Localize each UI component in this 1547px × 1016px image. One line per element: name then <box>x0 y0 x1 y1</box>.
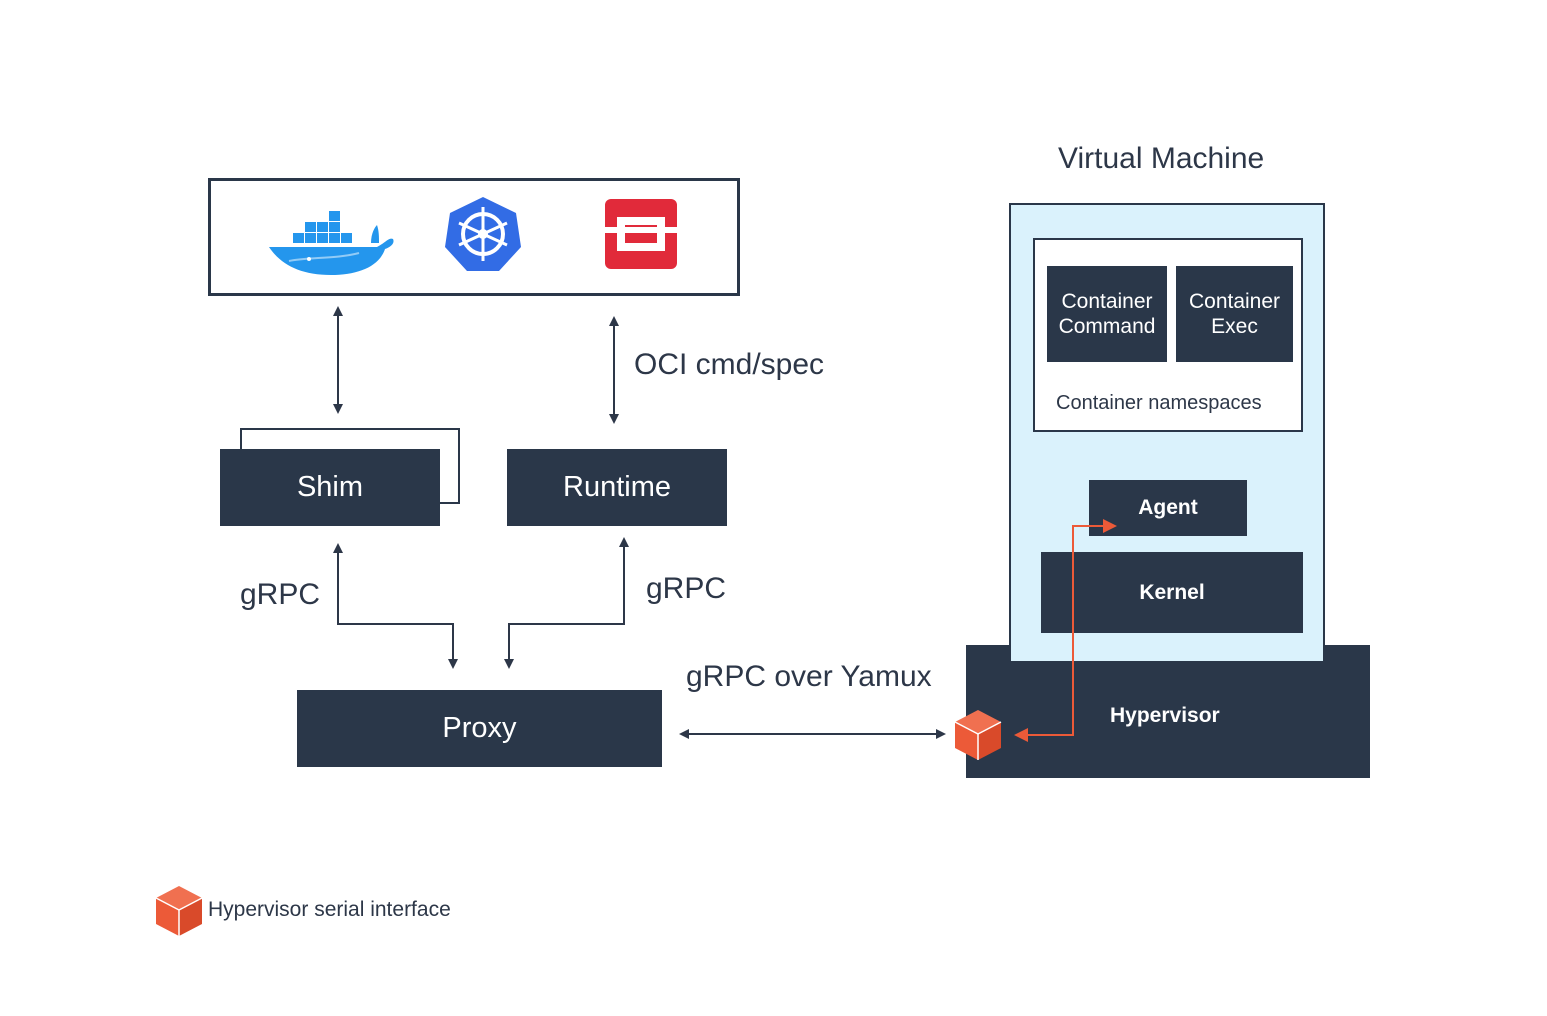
legend-cube-icon <box>154 884 204 943</box>
docker-logo <box>267 203 399 282</box>
runtime-block: Runtime <box>507 449 727 526</box>
grpc-label-left: gRPC <box>240 578 321 611</box>
oci-label: OCI cmd/spec <box>634 348 825 381</box>
kubernetes-logo <box>443 195 523 278</box>
serial-interface-cube-icon <box>953 708 1003 767</box>
container-namespaces-label: Container namespaces <box>1056 392 1262 414</box>
grpc-yamux-label: gRPC over Yamux <box>686 660 932 693</box>
hypervisor-label: Hypervisor <box>1110 704 1220 727</box>
proxy-block: Proxy <box>297 690 662 767</box>
container-exec-block: Container Exec <box>1176 266 1293 362</box>
arrow-serial-agent <box>1014 519 1117 742</box>
container-engines-box <box>208 178 740 296</box>
vm-title: Virtual Machine <box>1058 142 1265 175</box>
legend-label: Hypervisor serial interface <box>208 898 451 921</box>
arrow-runtime-proxy <box>504 537 629 669</box>
openshift-logo <box>605 199 677 274</box>
grpc-label-right: gRPC <box>646 572 727 605</box>
arrow-shim-proxy <box>333 543 458 669</box>
container-command-block: Container Command <box>1047 266 1167 362</box>
shim-block: Shim <box>220 449 440 526</box>
